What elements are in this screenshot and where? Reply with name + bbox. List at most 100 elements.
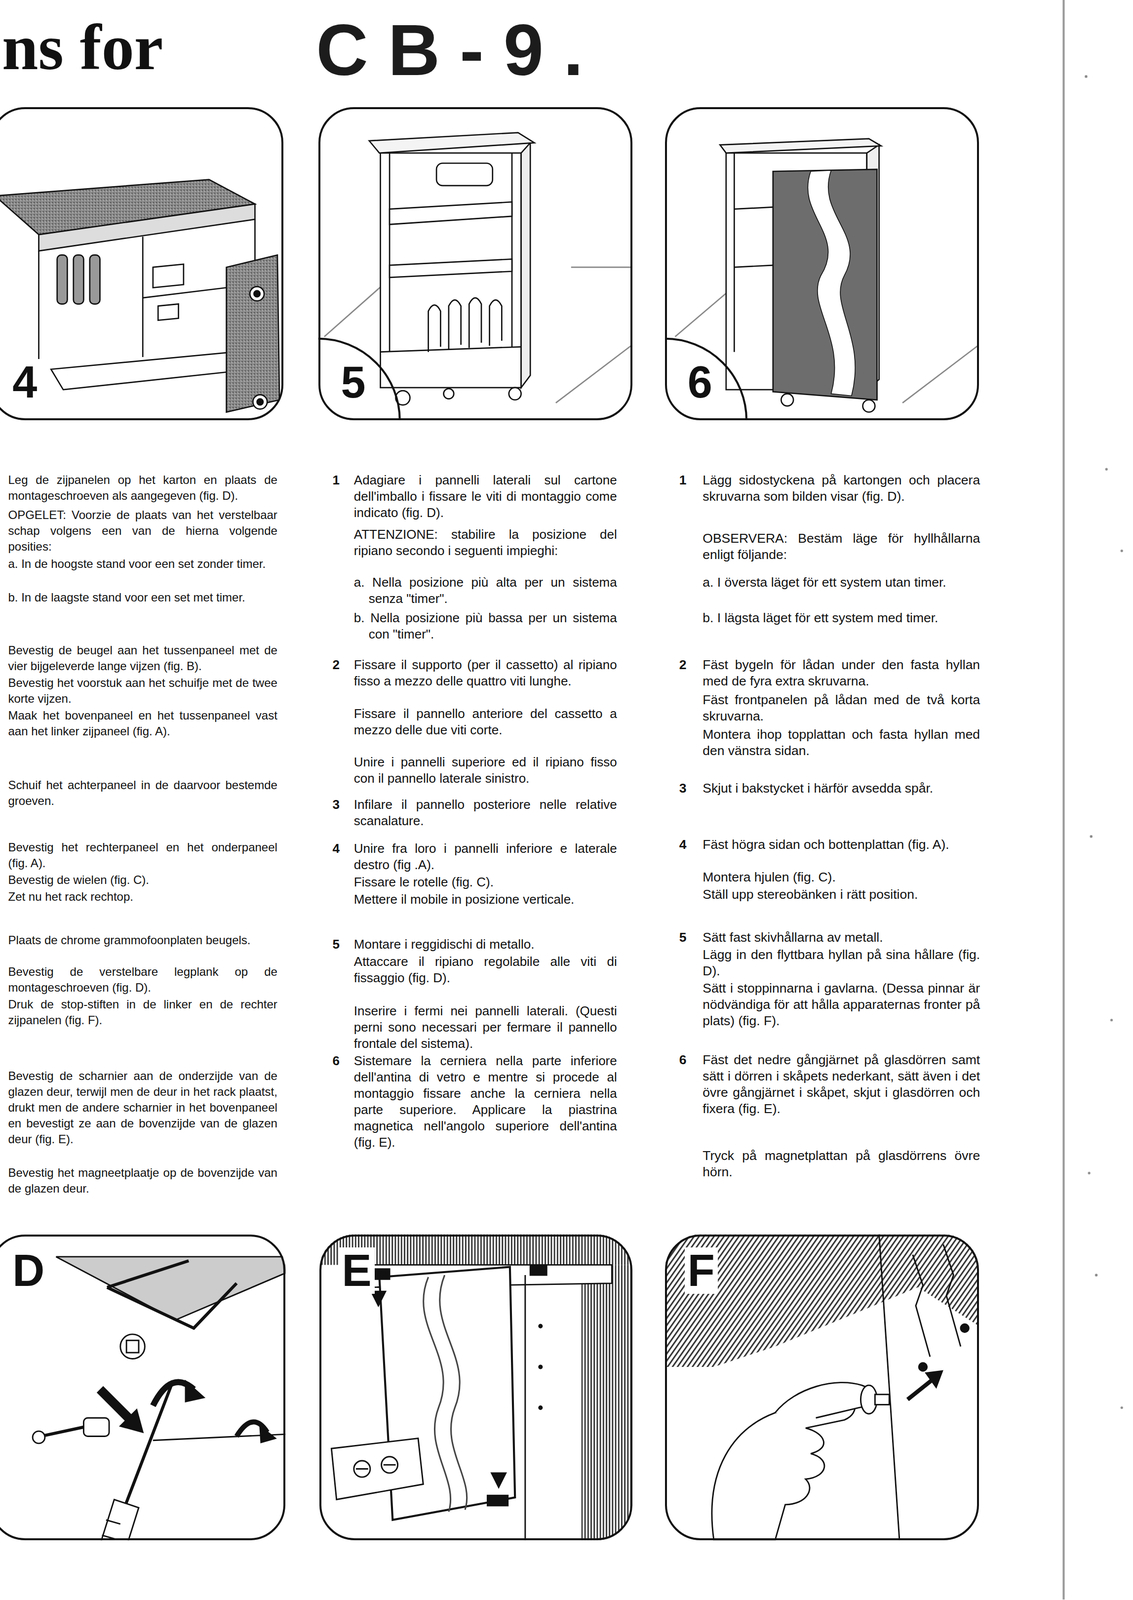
figure-f-art: [874, 1394, 890, 1405]
instruction-text: Maak het bovenpaneel en het tussenpaneel…: [8, 707, 278, 740]
figure-letter: D: [9, 1247, 48, 1294]
instruction-text: Druk de stop-stiften in de linker en de …: [8, 996, 278, 1028]
panel-4-art: [157, 304, 179, 321]
figure-e-art: [524, 1274, 526, 1540]
instruction-text: Fäst frontpanelen på lådan med de två ko…: [702, 691, 980, 725]
panel-6-art: [733, 153, 736, 352]
figure-d-art: [120, 1333, 146, 1359]
panel-5-art: [511, 153, 513, 347]
panel-6-art: [719, 138, 881, 154]
figure-f-art: [711, 1398, 856, 1540]
step-panel: 5: [318, 107, 633, 421]
instruction-text: Tryck på magnetplattan på glasdörrens öv…: [702, 1147, 980, 1180]
panel-4-art: [257, 398, 264, 405]
panel-6-art: [902, 344, 979, 403]
instruction-text: OPGELET: Voorzie de plaats van het verst…: [8, 507, 278, 555]
panel-4-art: [50, 351, 253, 390]
figure-panel: E: [319, 1234, 633, 1541]
step-number: 5: [679, 929, 700, 946]
figure-f-art: [664, 1233, 979, 1540]
panel-6-art: [862, 399, 876, 413]
panel-5-art: [521, 142, 531, 388]
panel-5-art: [380, 346, 522, 352]
panel-6-art: [664, 138, 979, 421]
scan-edge: [1105, 468, 1108, 470]
panel-4-art: [249, 286, 265, 301]
figure-d-art: [32, 1430, 45, 1444]
panel-5-art: [555, 344, 633, 403]
instruction-text: Montera hjulen (fig. C).: [702, 868, 980, 886]
panel-5-art: [389, 201, 512, 225]
instruction-text: Attaccare il ripiano regolabile alle vit…: [353, 953, 618, 986]
scan-edge: [1110, 1018, 1113, 1021]
instruction-option: b. Nella posizione più bassa per un sist…: [353, 609, 618, 643]
figure-f-art: [918, 1362, 928, 1371]
panel-5-art: [380, 153, 522, 388]
instruction-option: a. In de hoogste stand voor een set zond…: [8, 555, 278, 572]
instruction-text: Unire i pannelli superiore ed il ripiano…: [353, 753, 618, 787]
figure-e-art: [491, 1472, 507, 1487]
figure-f-art: [664, 1233, 979, 1367]
figure-e-art: [539, 1324, 543, 1328]
instruction-text: Adagiare i pannelli laterali sul cartone…: [353, 471, 618, 521]
instruction-text: OBSERVERA: Bestäm läge för hyllhållarna …: [702, 530, 980, 563]
instruction-text: Fissare il supporto (per il cassetto) al…: [353, 656, 618, 690]
instruction-text: Bevestig het magneetplaatje op de bovenz…: [8, 1164, 278, 1197]
figure-panel: D: [0, 1234, 286, 1541]
step-number: 2: [679, 656, 700, 673]
panel-5-art: [489, 299, 503, 346]
panel-4-art: [39, 203, 256, 251]
instruction-text: Montare i reggidischi di metallo.: [353, 936, 618, 953]
figure-e-art: [423, 1276, 451, 1512]
instruction-text: Lägg sidostyckena på kartongen och place…: [702, 471, 980, 505]
panel-6-art: [807, 170, 856, 396]
scan-edge: [1095, 1273, 1098, 1276]
step-panel: 4: [0, 107, 284, 421]
figure-d-art: [124, 1384, 172, 1508]
panel-5-art: [428, 305, 441, 352]
figure-f-art: [912, 1254, 931, 1357]
instruction-text: Infilare il pannello posteriore nelle re…: [353, 796, 618, 829]
figure-d-art: [106, 1519, 121, 1524]
model-name: CB-9.: [315, 14, 603, 87]
instruction-text: Ställ upp stereobänken i rätt position.: [702, 886, 980, 903]
panel-5-art: [571, 266, 633, 269]
instruction-option: b. In de laagste stand voor een set met …: [8, 589, 278, 606]
figure-d-art: [32, 1256, 286, 1540]
instruction-option: a. Nella posizione più alta per un siste…: [353, 574, 618, 607]
instruction-text: Plaats de chrome grammofoonplaten beugel…: [8, 932, 278, 948]
panel-6-art: [773, 169, 878, 400]
step-number: 1: [679, 471, 700, 489]
panel-5-art: [389, 153, 391, 352]
scan-edge: [1063, 0, 1123, 1600]
figure-letter: F: [684, 1247, 718, 1294]
instruction-text: Skjut i bakstycket i härför avsedda spår…: [702, 780, 980, 797]
step-number: 4: [679, 836, 700, 853]
figure-panel: F: [664, 1234, 979, 1541]
panel-4-art: [252, 394, 268, 409]
figure-e-art: [530, 1264, 547, 1275]
panel-5-art: [448, 299, 462, 350]
step-number: 5: [332, 936, 351, 953]
figure-e-art: [381, 1456, 398, 1473]
step-number: 6: [332, 1052, 351, 1069]
instruction-text: Fissare il pannello anteriore del casset…: [353, 705, 618, 739]
instruction-text: Fäst det nedre gångjärnet på glasdörren …: [702, 1051, 980, 1117]
scan-edge: [1085, 75, 1088, 78]
instruction-text: Bevestig de scharnier aan de onderzijde …: [8, 1067, 278, 1147]
instruction-text: Schuif het achterpaneel in de daarvoor b…: [8, 777, 278, 809]
figure-f-art: [879, 1233, 900, 1540]
instruction-text: Fäst högra sidan och bottenplattan (fig.…: [702, 836, 980, 853]
panel-4-art: [0, 179, 280, 413]
instruction-text: ATTENZIONE: stabilire la posizione del r…: [353, 526, 618, 559]
figure-f-art: [907, 1378, 934, 1400]
scan-edge: [1062, 0, 1065, 1600]
figure-d-art: [120, 1409, 143, 1432]
figure-f-art: [943, 1244, 961, 1347]
panel-6-art: [781, 393, 794, 406]
figure-e-art: [487, 1494, 508, 1506]
panel-5-art: [436, 163, 493, 186]
instruction-text: Leg de zijpanelen op het karton en plaat…: [8, 471, 278, 504]
figure-e-art: [331, 1438, 424, 1500]
